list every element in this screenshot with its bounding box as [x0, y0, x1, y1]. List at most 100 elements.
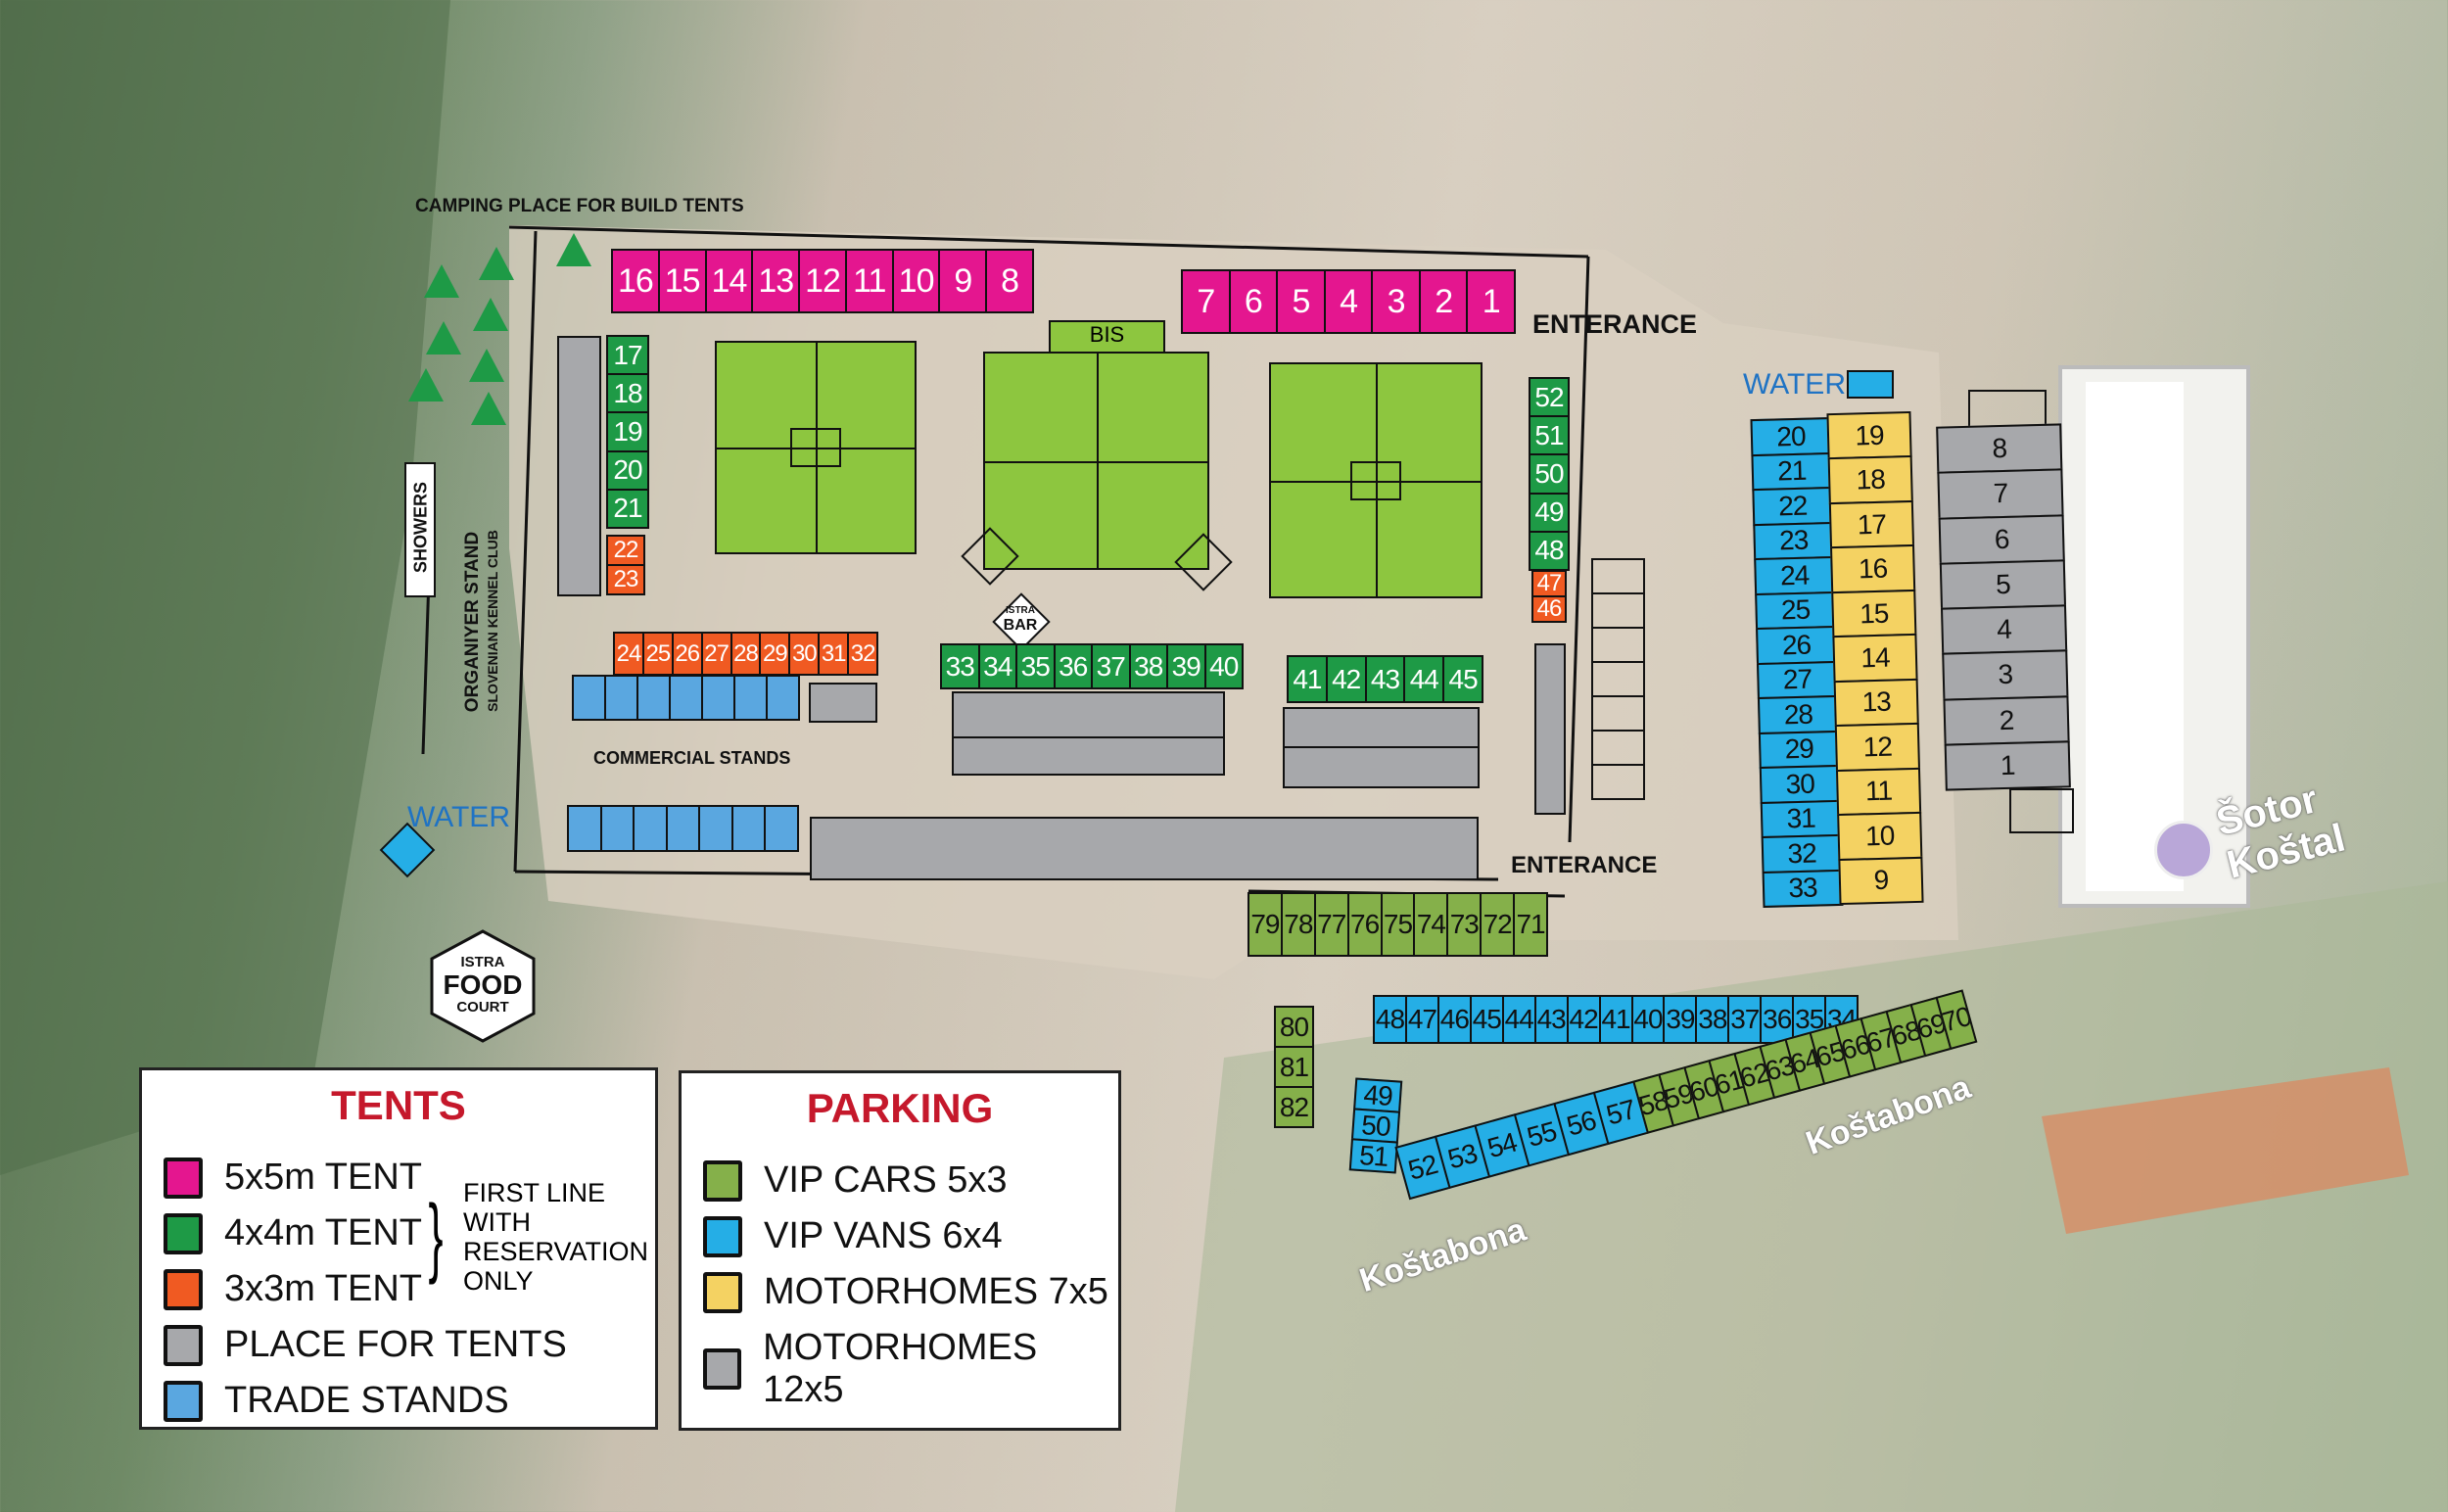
slot-50[interactable]: 50 — [1529, 453, 1570, 495]
slot-39[interactable]: 39 — [1663, 995, 1698, 1044]
slot-22[interactable]: 22 — [606, 535, 645, 566]
slot-22[interactable]: 22 — [1752, 486, 1834, 526]
slot-75[interactable]: 75 — [1380, 892, 1416, 957]
slot-6[interactable]: 6 — [1228, 269, 1279, 334]
slot-46[interactable]: 46 — [1531, 595, 1567, 623]
slot-27[interactable]: 27 — [700, 632, 732, 676]
slot-38[interactable]: 38 — [1695, 995, 1730, 1044]
slot-empty[interactable] — [764, 805, 800, 852]
slot-5[interactable]: 5 — [1939, 559, 2067, 610]
slot-3[interactable]: 3 — [1371, 269, 1421, 334]
slot-29[interactable]: 29 — [1758, 730, 1840, 770]
slot-empty[interactable] — [1591, 661, 1645, 697]
slot-empty[interactable] — [1591, 592, 1645, 629]
slot-25[interactable]: 25 — [641, 632, 674, 676]
slot-11[interactable]: 11 — [844, 249, 894, 313]
slot-5[interactable]: 5 — [1276, 269, 1326, 334]
slot-11[interactable]: 11 — [1835, 767, 1922, 817]
slot-empty[interactable] — [766, 675, 800, 721]
slot-32[interactable]: 32 — [847, 632, 879, 676]
slot-8[interactable]: 8 — [985, 249, 1035, 313]
slot-42[interactable]: 42 — [1566, 995, 1601, 1044]
slot-empty[interactable] — [1591, 558, 1645, 594]
slot-empty[interactable] — [604, 675, 638, 721]
slot-empty[interactable] — [572, 675, 606, 721]
slot-71[interactable]: 71 — [1513, 892, 1549, 957]
slot-14[interactable]: 14 — [1832, 634, 1918, 683]
slot-17[interactable]: 17 — [606, 335, 649, 376]
slot-82[interactable]: 82 — [1274, 1086, 1314, 1128]
slot-76[interactable]: 76 — [1346, 892, 1383, 957]
slot-40[interactable]: 40 — [1203, 643, 1244, 689]
slot-30[interactable]: 30 — [1759, 764, 1841, 804]
slot-empty[interactable] — [698, 805, 733, 852]
slot-empty[interactable] — [669, 675, 703, 721]
slot-28[interactable]: 28 — [730, 632, 762, 676]
slot-empty[interactable] — [633, 805, 668, 852]
slot-33[interactable]: 33 — [940, 643, 980, 689]
slot-8[interactable]: 8 — [1936, 423, 2063, 474]
slot-10[interactable]: 10 — [891, 249, 941, 313]
slot-52[interactable]: 52 — [1529, 377, 1570, 418]
slot-37[interactable]: 37 — [1091, 643, 1131, 689]
slot-24[interactable]: 24 — [613, 632, 644, 676]
slot-empty[interactable] — [1591, 730, 1645, 766]
slot-32[interactable]: 32 — [1761, 833, 1843, 874]
slot-45[interactable]: 45 — [1442, 655, 1483, 703]
slot-47[interactable]: 47 — [1531, 570, 1567, 597]
slot-48[interactable]: 48 — [1529, 530, 1570, 572]
slot-12[interactable]: 12 — [1834, 723, 1920, 772]
slot-7[interactable]: 7 — [1937, 468, 2064, 520]
slot-48[interactable]: 48 — [1373, 995, 1407, 1044]
slot-9[interactable]: 9 — [1838, 856, 1924, 906]
slot-72[interactable]: 72 — [1480, 892, 1516, 957]
slot-77[interactable]: 77 — [1313, 892, 1349, 957]
slot-empty[interactable] — [1591, 764, 1645, 800]
slot-80[interactable]: 80 — [1274, 1006, 1314, 1048]
slot-43[interactable]: 43 — [1533, 995, 1569, 1044]
slot-21[interactable]: 21 — [1751, 451, 1833, 492]
slot-41[interactable]: 41 — [1598, 995, 1633, 1044]
slot-15[interactable]: 15 — [657, 249, 707, 313]
slot-4[interactable]: 4 — [1940, 604, 2068, 655]
slot-40[interactable]: 40 — [1630, 995, 1666, 1044]
slot-12[interactable]: 12 — [798, 249, 847, 313]
slot-41[interactable]: 41 — [1287, 655, 1328, 703]
slot-28[interactable]: 28 — [1757, 694, 1839, 734]
slot-empty[interactable] — [730, 805, 767, 852]
slot-78[interactable]: 78 — [1280, 892, 1316, 957]
slot-16[interactable]: 16 — [1830, 544, 1916, 593]
slot-25[interactable]: 25 — [1755, 591, 1837, 631]
slot-6[interactable]: 6 — [1938, 513, 2065, 565]
slot-44[interactable]: 44 — [1403, 655, 1445, 703]
slot-4[interactable]: 4 — [1323, 269, 1374, 334]
slot-27[interactable]: 27 — [1756, 660, 1838, 700]
slot-3[interactable]: 3 — [1942, 649, 2069, 701]
slot-73[interactable]: 73 — [1446, 892, 1483, 957]
slot-13[interactable]: 13 — [1833, 678, 1919, 728]
slot-38[interactable]: 38 — [1128, 643, 1168, 689]
slot-21[interactable]: 21 — [606, 488, 649, 530]
slot-empty[interactable] — [636, 675, 671, 721]
map-pin-icon[interactable] — [2154, 821, 2213, 879]
slot-empty[interactable] — [1591, 695, 1645, 732]
slot-37[interactable]: 37 — [1727, 995, 1763, 1044]
slot-1[interactable]: 1 — [1466, 269, 1517, 334]
slot-26[interactable]: 26 — [1756, 625, 1838, 665]
slot-2[interactable]: 2 — [1418, 269, 1469, 334]
slot-empty[interactable] — [567, 805, 602, 852]
slot-23[interactable]: 23 — [606, 564, 645, 595]
slot-13[interactable]: 13 — [751, 249, 801, 313]
slot-empty[interactable] — [665, 805, 701, 852]
slot-26[interactable]: 26 — [671, 632, 703, 676]
slot-empty[interactable] — [733, 675, 768, 721]
slot-47[interactable]: 47 — [1404, 995, 1439, 1044]
slot-1[interactable]: 1 — [1944, 740, 2071, 791]
slot-18[interactable]: 18 — [606, 373, 649, 414]
slot-19[interactable]: 19 — [1826, 410, 1912, 460]
slot-empty[interactable] — [1591, 627, 1645, 663]
slot-30[interactable]: 30 — [788, 632, 821, 676]
slot-20[interactable]: 20 — [1750, 417, 1832, 456]
slot-31[interactable]: 31 — [818, 632, 850, 676]
slot-9[interactable]: 9 — [938, 249, 988, 313]
